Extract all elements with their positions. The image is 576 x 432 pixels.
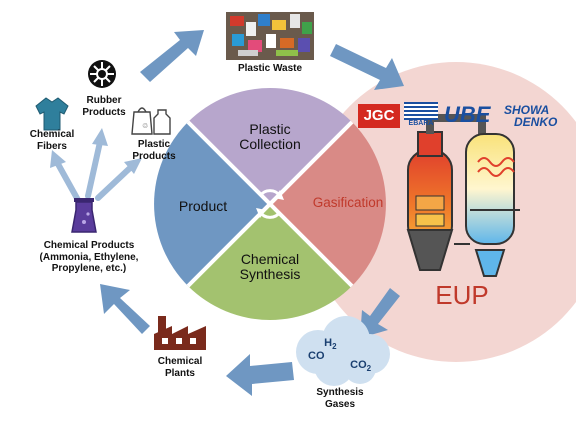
gas-co2: CO2 [344, 346, 371, 373]
jgc-logo: JGC [358, 104, 400, 128]
branch-arrow-plastic [95, 165, 133, 201]
gas-h2-subscript: 2 [332, 341, 337, 351]
eup-label: EUP [435, 280, 489, 310]
cycle-arrows [100, 30, 404, 396]
ebara-logo: EBARA [404, 102, 438, 130]
arrow-to-plastic-waste [140, 30, 204, 82]
quadrant-plastic-collection [188, 88, 352, 204]
arrow-to-synthesis-gases [360, 288, 400, 338]
showa-logo-text: SHOWA [504, 103, 550, 117]
quadrant-product [154, 122, 270, 286]
quadrant-gasification [270, 122, 386, 286]
branch-arrow-fibers [55, 161, 81, 203]
branch-head-fibers [50, 150, 66, 168]
branch-arrow-rubber [85, 139, 103, 199]
rubber-products-label: Rubber Products [82, 95, 126, 118]
gas-co2-symbol: CO [350, 358, 367, 371]
synthesis-gases-cloud [296, 316, 390, 386]
arrow-to-chemical-plants [226, 354, 294, 396]
gas-h2: H2 [318, 324, 337, 351]
product-branch-arrows [55, 139, 133, 203]
gas-co: CO [308, 350, 325, 362]
factory-icon [154, 316, 206, 350]
ube-logo: UBE [444, 102, 491, 127]
quadrant-chemical-synthesis [188, 204, 352, 320]
synthesis-gases-label: Synthesis Gases [316, 387, 364, 410]
plastic-waste-image [226, 12, 314, 60]
product-branch-arrowheads [50, 128, 142, 174]
gas-h2-symbol: H [324, 336, 333, 349]
gas-co2-subscript: 2 [366, 363, 372, 373]
plastic-products-icon: ♲ [131, 107, 171, 135]
branch-head-plastic [124, 158, 142, 174]
ebara-logo-text: EBARA [408, 120, 434, 127]
chemical-synthesis-label: Chemical Synthesis [239, 251, 301, 283]
arrow-to-chemical-products [100, 284, 150, 334]
beaker-icon [71, 198, 97, 233]
product-label: Product [178, 198, 228, 214]
plastic-products-label: Plastic Products [132, 139, 176, 162]
chemical-plants-label: Chemical Plants [157, 356, 203, 379]
branch-head-rubber [92, 128, 108, 146]
process-cycle-circle [154, 88, 386, 320]
chemical-products-label: Chemical Products (Ammonia, Ethylene, Pr… [39, 240, 139, 274]
gasification-label: Gasification [312, 195, 384, 210]
denko-logo-text: DENKO [514, 115, 558, 129]
plastic-waste-label: Plastic Waste [237, 63, 303, 74]
shirt-icon [35, 97, 69, 131]
eup-gasifier-illustration [406, 114, 520, 277]
chemical-fibers-label: Chemical Fibers [29, 129, 75, 152]
showa-denko-logo: SHOWA DENKO [504, 104, 557, 128]
jgc-logo-text: JGC [363, 107, 395, 124]
ebara-logo-mark [404, 102, 438, 120]
tire-icon [88, 60, 116, 88]
recycle-icon [256, 189, 284, 219]
arrow-to-eup [330, 44, 404, 90]
plastic-collection-label: Plastic Collection [239, 121, 301, 153]
svg-text:♲: ♲ [142, 123, 148, 130]
